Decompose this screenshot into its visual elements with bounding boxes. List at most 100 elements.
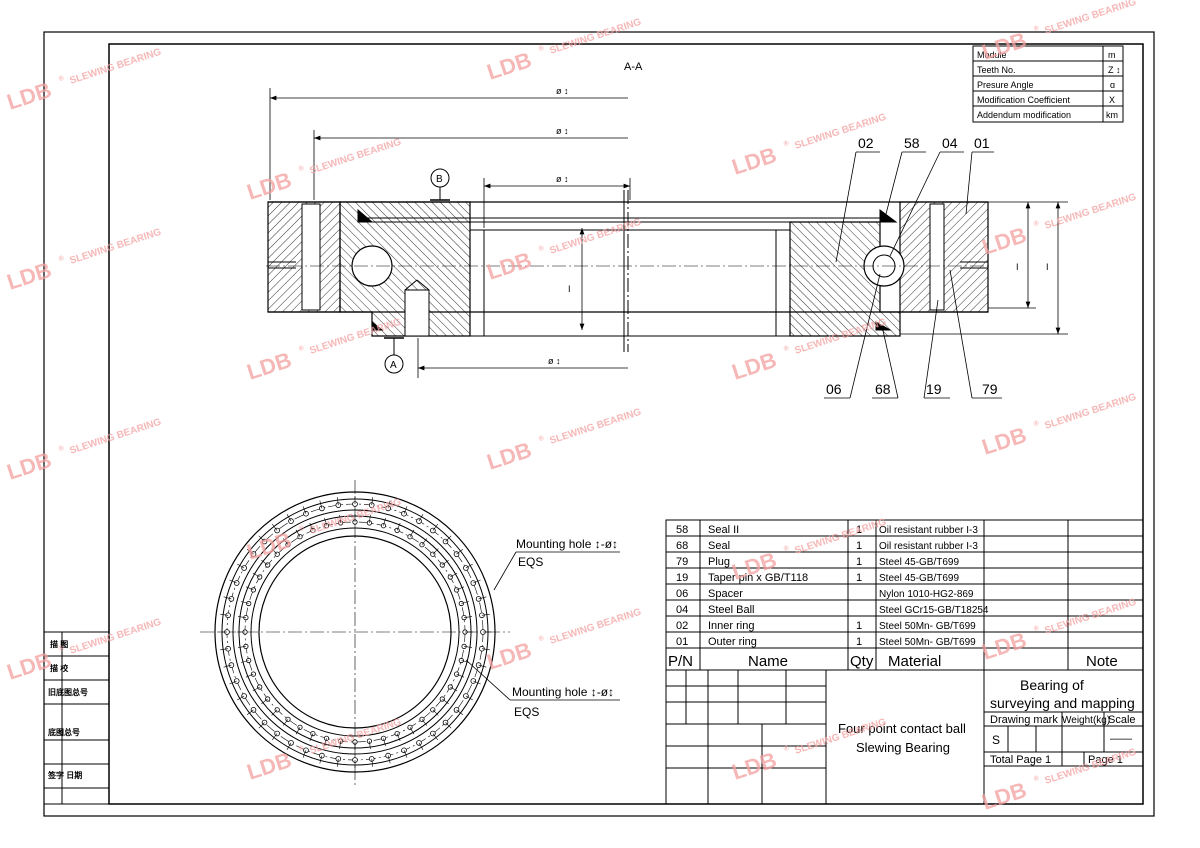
hole-tick xyxy=(245,673,254,678)
hole-tick xyxy=(450,686,458,692)
side-label-2: 描 校 xyxy=(50,663,69,673)
hole-tick xyxy=(456,586,465,591)
hole-tick xyxy=(339,514,341,523)
bom-cell-name: Seal xyxy=(708,540,730,552)
watermark-logo: LDB®SLEWING BEARING xyxy=(244,317,403,385)
bom-cell-material: Steel 50Mn- GB/T699 xyxy=(879,637,976,648)
hole-tick xyxy=(258,722,265,729)
watermark-registered: ® xyxy=(783,744,791,753)
watermark-registered: ® xyxy=(538,434,546,443)
watermark-logo: LDB®SLEWING BEARING xyxy=(484,17,643,85)
watermark-logo: LDB®SLEWING BEARING xyxy=(244,717,403,785)
watermark-brand: LDB xyxy=(979,777,1030,815)
hole-tick xyxy=(409,529,415,537)
bom-cell-name: Plug xyxy=(708,556,730,568)
plan-view xyxy=(200,480,510,785)
watermark-tagline: SLEWING BEARING xyxy=(548,17,642,57)
hole-tick xyxy=(421,538,428,545)
watermark-tagline: SLEWING BEARING xyxy=(548,407,642,447)
hole-tick xyxy=(223,664,232,668)
hole-tick xyxy=(432,709,439,716)
bom-cell-pn: 58 xyxy=(676,524,688,536)
callout-19: 19 xyxy=(926,381,942,397)
bom-cell-name: Seal II xyxy=(708,524,739,536)
gear-value-5: km xyxy=(1106,110,1118,120)
drawing-mark-label: Drawing mark xyxy=(990,714,1058,726)
hole-tick xyxy=(252,572,260,578)
hole-tick xyxy=(286,514,292,522)
hole-tick xyxy=(286,742,292,750)
scale-value: —— xyxy=(1110,733,1132,745)
hole-tick xyxy=(336,497,339,506)
inner-mounting-holes xyxy=(237,514,473,750)
bom-cell-pn: 02 xyxy=(676,620,688,632)
watermark-tagline: SLEWING BEARING xyxy=(68,227,162,267)
dimension-lines xyxy=(269,88,1068,378)
gear-value-1: m xyxy=(1108,50,1116,60)
hole-tick xyxy=(237,695,245,701)
callout-68: 68 xyxy=(875,381,891,397)
watermark-logo: LDB®SLEWING BEARING xyxy=(729,517,888,585)
watermark-brand: LDB xyxy=(244,347,295,385)
watermark-logo: LDB®SLEWING BEARING xyxy=(484,407,643,475)
bom-header-name: Name xyxy=(748,653,788,670)
hole-tick xyxy=(240,601,249,604)
mounting-hole-eqs-1: EQS xyxy=(518,555,543,569)
dim-top1: ø ↕ xyxy=(556,86,569,96)
watermark-tagline: SLEWING BEARING xyxy=(308,137,402,177)
gear-label-3: Presure Angle xyxy=(977,80,1034,90)
hole-tick xyxy=(271,548,278,555)
watermark-logo: LDB®SLEWING BEARING xyxy=(4,617,163,685)
mounting-hole-label-2: Mounting hole ↕-ø↕ xyxy=(512,685,614,699)
watermark-tagline: SLEWING BEARING xyxy=(68,617,162,657)
mounting-hole-label-1: Mounting hole ↕-ø↕ xyxy=(516,537,618,551)
dim-top3: ø ↕ xyxy=(556,174,569,184)
hole-tick xyxy=(319,500,323,509)
hole-tick xyxy=(396,522,401,531)
watermark-registered: ® xyxy=(1033,24,1041,33)
mounting-hole xyxy=(401,747,407,754)
hole-tick xyxy=(473,579,481,584)
watermark-tagline: SLEWING BEARING xyxy=(1043,597,1137,637)
hole-tick xyxy=(336,758,339,767)
watermark-tagline: SLEWING BEARING xyxy=(548,607,642,647)
bom-cell-name: Taper pin x GB/T118 xyxy=(708,572,808,584)
hole-tick xyxy=(396,733,401,742)
hole-tick xyxy=(403,750,408,758)
hole-tick xyxy=(246,709,254,716)
hole-tick xyxy=(369,741,371,750)
bom-cell-name: Steel Ball xyxy=(708,604,754,616)
side-label-5: 签字 日期 xyxy=(47,770,82,780)
hole-tick xyxy=(261,698,268,705)
side-label-1: 描 图 xyxy=(50,639,68,649)
hole-tick xyxy=(229,680,237,685)
watermark-registered: ® xyxy=(58,444,66,453)
bom-cell-pn: 01 xyxy=(676,636,688,648)
hole-tick xyxy=(252,686,260,692)
hole-tick xyxy=(456,548,464,555)
hole-tick xyxy=(478,596,487,600)
hole-tick xyxy=(282,538,289,545)
hole-tick xyxy=(421,719,428,726)
hole-tick xyxy=(450,572,458,578)
hole-tick xyxy=(432,548,439,555)
watermark-registered: ® xyxy=(538,44,546,53)
watermark-brand: LDB xyxy=(729,747,780,785)
mounting-hole xyxy=(233,678,240,684)
hole-tick xyxy=(240,660,249,663)
hole-tick xyxy=(445,722,452,729)
watermark-registered: ® xyxy=(58,254,66,263)
dim-bottom: ø ↕ xyxy=(548,356,561,366)
watermark-brand: LDB xyxy=(729,142,780,180)
hole-tick xyxy=(371,497,374,506)
watermark-brand: LDB xyxy=(244,527,295,565)
watermark-brand: LDB xyxy=(4,647,55,685)
watermark-registered: ® xyxy=(1033,219,1041,228)
hole-tick xyxy=(309,733,314,742)
bom-cell-name: Spacer xyxy=(708,588,743,600)
watermark-tagline: SLEWING BEARING xyxy=(1043,0,1137,37)
hole-tick xyxy=(282,719,289,726)
hole-tick xyxy=(465,563,473,569)
hole-tick xyxy=(295,529,301,537)
